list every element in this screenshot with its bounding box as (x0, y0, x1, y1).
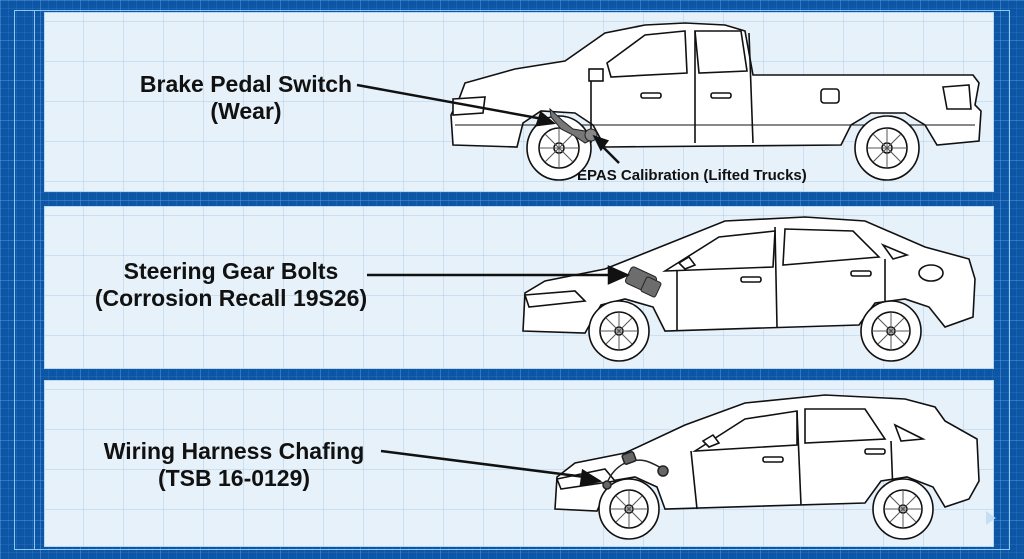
panel-hatchback: Wiring Harness Chafing (TSB 16-0129) (44, 380, 994, 547)
callout-wiring-harness-chafing: Wiring Harness Chafing (TSB 16-0129) (89, 438, 379, 492)
callout-subtitle: (Wear) (210, 98, 282, 124)
blueprint-frame (14, 10, 1010, 550)
callout-subtitle: (TSB 16-0129) (157, 465, 311, 491)
panel-sedan: Steering Gear Bolts (Corrosion Recall 19… (44, 206, 994, 369)
hatchback-illustration (380, 394, 980, 540)
panel-truck: Brake Pedal Switch (Wear) EPAS Calibrati… (44, 12, 994, 192)
callout-brake-pedal-switch: Brake Pedal Switch (Wear) (121, 71, 371, 125)
callout-steering-gear-bolts: Steering Gear Bolts (Corrosion Recall 19… (81, 258, 381, 312)
truck-illustration (356, 22, 982, 181)
callout-epas-calibration: EPAS Calibration (Lifted Trucks) (577, 167, 807, 184)
sedan-illustration (367, 216, 976, 362)
callout-title: Brake Pedal Switch (139, 71, 353, 97)
callout-title: Steering Gear Bolts (123, 258, 339, 284)
corner-arrow-icon (986, 511, 996, 525)
frame-margin-line (34, 10, 35, 549)
callout-subtitle: (Corrosion Recall 19S26) (94, 285, 368, 311)
callout-title: Wiring Harness Chafing (103, 438, 365, 464)
